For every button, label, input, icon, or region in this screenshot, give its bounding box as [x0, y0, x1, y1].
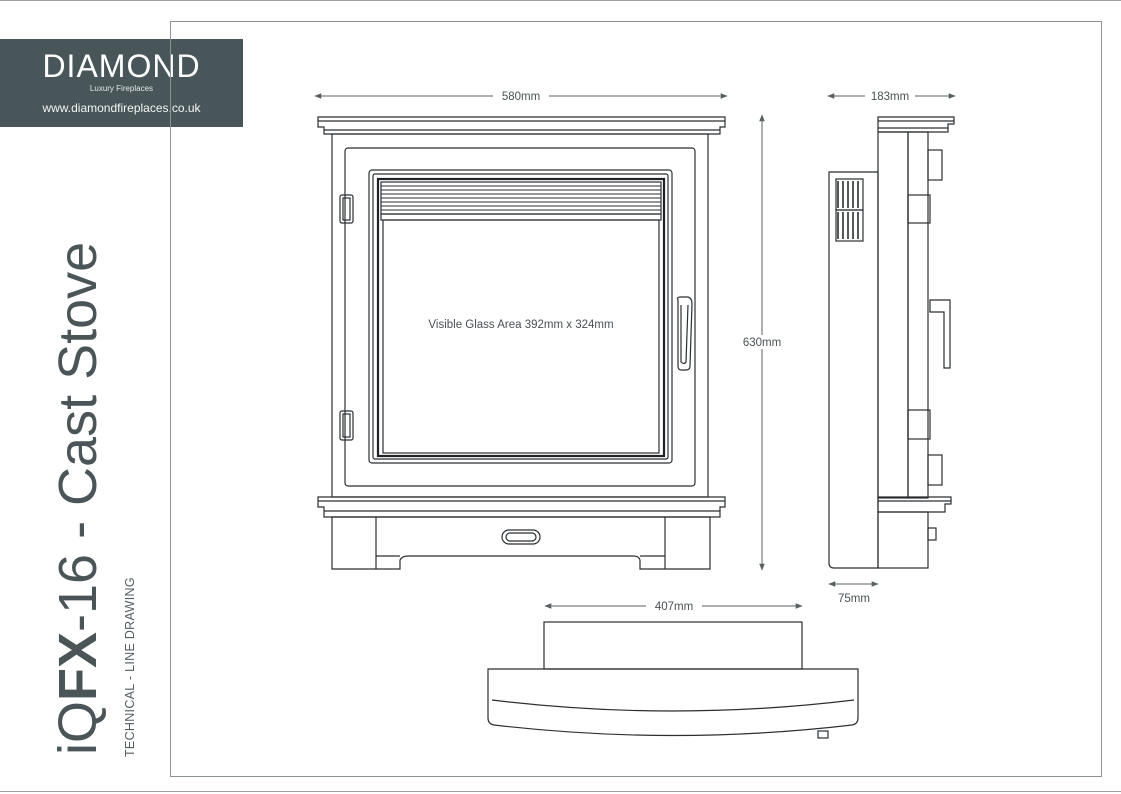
depth-label: 183mm	[871, 91, 909, 103]
base-depth-label: 75mm	[838, 593, 870, 605]
top-rule	[0, 0, 1121, 1]
front-view: Visible Glass Area 392mm x 324mm	[317, 116, 726, 570]
side-view	[828, 116, 955, 569]
width-label: 580mm	[502, 91, 540, 103]
height-label: 630mm	[743, 337, 781, 349]
brand-url: www.diamondfireplaces.co.uk	[42, 101, 201, 115]
brand-name: DIAMOND	[42, 48, 201, 84]
brand-logo: DIAMOND Luxury Fireplaces www.diamondfir…	[0, 39, 243, 127]
top-width-label: 407mm	[655, 601, 693, 613]
glass-area-label: Visible Glass Area 392mm x 324mm	[428, 319, 613, 331]
drawing-frame	[170, 21, 1102, 777]
bottom-rule	[0, 791, 1121, 792]
brand-tagline: Luxury Fireplaces	[89, 84, 154, 93]
top-view	[487, 621, 859, 739]
